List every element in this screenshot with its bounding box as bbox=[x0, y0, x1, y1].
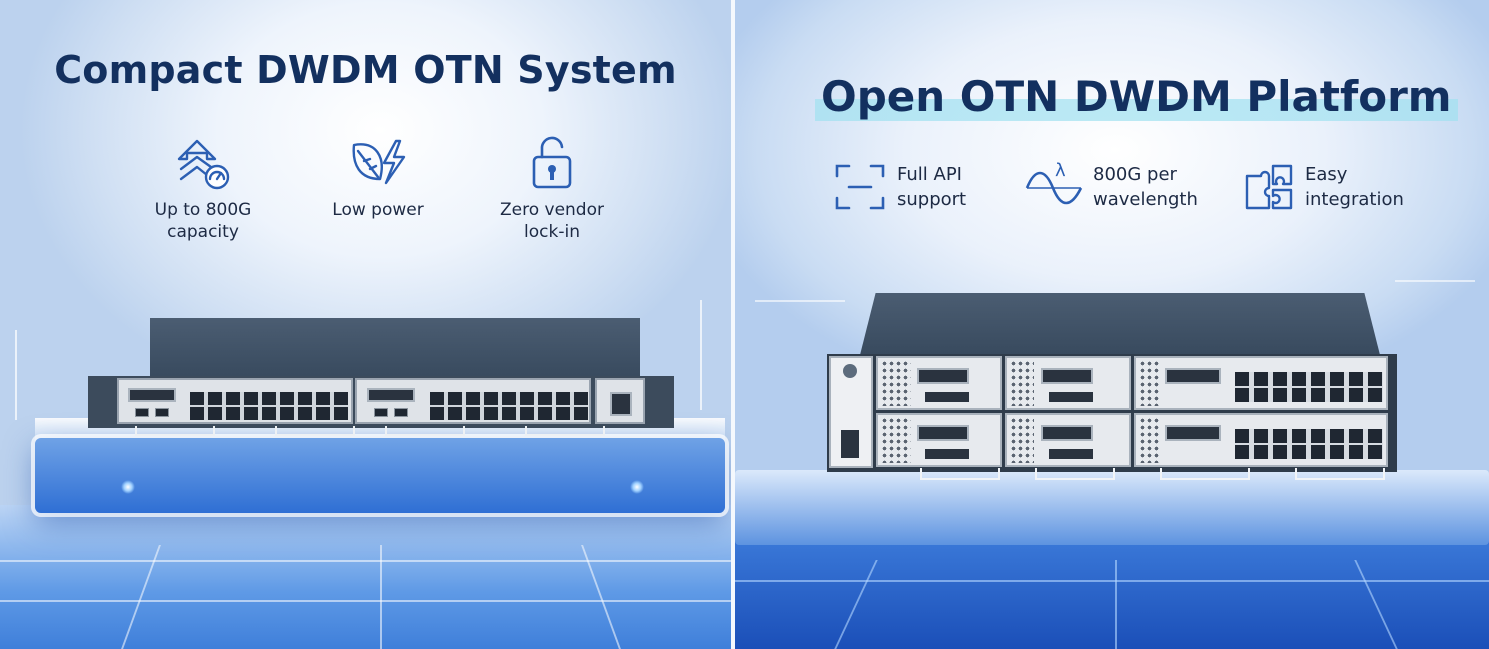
module-handle bbox=[1160, 468, 1250, 480]
display-platform bbox=[735, 470, 1489, 545]
left-floor bbox=[0, 505, 731, 649]
lambda-symbol: λ bbox=[1055, 160, 1066, 181]
grid-line bbox=[735, 580, 1489, 582]
vent-grille bbox=[1139, 360, 1159, 406]
module-handle bbox=[1035, 468, 1115, 480]
vent-grille bbox=[1010, 417, 1034, 463]
sfp-bank-divider bbox=[430, 405, 588, 407]
module-handle bbox=[385, 426, 465, 436]
qsfp-port bbox=[917, 425, 969, 441]
feature-text: 800G per wavelength bbox=[1083, 162, 1198, 212]
qsfp-port bbox=[128, 388, 176, 402]
grid-line bbox=[1115, 560, 1117, 649]
grid-line bbox=[0, 600, 731, 602]
module-handle bbox=[920, 468, 1000, 480]
device-lid bbox=[860, 293, 1380, 355]
right-product-panel: Open OTN DWDM Platform Full API support … bbox=[735, 0, 1489, 649]
feature-low-power: Low power bbox=[303, 135, 453, 221]
feature-api: Full API support bbox=[833, 162, 966, 212]
qsfp-port bbox=[1041, 368, 1093, 384]
feature-no-lockin: Zero vendor lock-in bbox=[477, 135, 627, 243]
lambda-wave-icon: λ bbox=[1025, 160, 1083, 212]
right-headline: Open OTN DWDM Platform bbox=[815, 72, 1458, 121]
qsfp-port bbox=[1165, 425, 1221, 441]
feature-label-line2: integration bbox=[1305, 189, 1404, 210]
feature-label-line2: capacity bbox=[167, 222, 239, 242]
sfp-port bbox=[155, 408, 169, 417]
qsfp-port bbox=[1041, 425, 1093, 441]
api-brackets-icon bbox=[835, 164, 885, 210]
sfp-port bbox=[374, 408, 388, 417]
module-handle bbox=[135, 426, 215, 436]
sfp-bank-divider bbox=[1235, 386, 1383, 388]
module-handle bbox=[1295, 468, 1385, 480]
leaf-lightning-icon bbox=[352, 139, 406, 185]
power-button bbox=[843, 364, 857, 378]
feature-text: Full API support bbox=[887, 162, 966, 212]
port-row bbox=[1049, 392, 1093, 402]
feature-label-line1: Zero vendor bbox=[499, 200, 604, 220]
light-dot bbox=[630, 480, 644, 494]
vent-grille bbox=[1139, 417, 1159, 463]
left-product-panel: Compact DWDM OTN System Up to 800G capac… bbox=[0, 0, 731, 649]
qsfp-port bbox=[1165, 368, 1221, 384]
circuit-line bbox=[755, 300, 845, 302]
sfp-bank-divider bbox=[190, 405, 348, 407]
vent-grille bbox=[881, 360, 911, 406]
feature-label-line1: Low power bbox=[332, 200, 424, 220]
sfp-bank-divider bbox=[1235, 443, 1383, 445]
device-lid bbox=[150, 318, 640, 378]
left-headline: Compact DWDM OTN System bbox=[54, 48, 677, 92]
module-handle bbox=[525, 426, 605, 436]
feature-integration: Easy integration bbox=[1243, 162, 1404, 212]
feature-text: Easy integration bbox=[1295, 162, 1404, 212]
grid-line bbox=[0, 560, 731, 562]
sfp-port bbox=[394, 408, 408, 417]
upgrade-speed-icon bbox=[177, 139, 230, 190]
feature-label-line1: Easy bbox=[1305, 164, 1348, 185]
feature-label-line1: 800G per bbox=[1093, 164, 1177, 185]
qsfp-port bbox=[367, 388, 415, 402]
feature-wavelength: λ 800G per wavelength bbox=[1025, 160, 1198, 212]
feature-label-line2: support bbox=[897, 189, 967, 210]
light-streak bbox=[15, 330, 17, 420]
feature-label-line1: Full API bbox=[897, 164, 962, 185]
light-dot bbox=[121, 480, 135, 494]
console-port bbox=[841, 430, 859, 458]
feature-capacity: Up to 800G capacity bbox=[128, 135, 278, 243]
feature-label-line2: lock-in bbox=[524, 222, 580, 242]
light-streak bbox=[700, 300, 702, 410]
port-row bbox=[1049, 449, 1093, 459]
display-platform bbox=[35, 438, 725, 513]
port-row bbox=[925, 392, 969, 402]
feature-label-line1: Up to 800G bbox=[154, 200, 252, 220]
ethernet-port bbox=[610, 392, 632, 416]
grid-line bbox=[380, 545, 382, 649]
vent-grille bbox=[881, 417, 911, 463]
sfp-port bbox=[135, 408, 149, 417]
unlock-icon bbox=[532, 136, 572, 189]
panel-divider bbox=[731, 0, 735, 649]
qsfp-port bbox=[917, 368, 969, 384]
module-handle bbox=[275, 426, 355, 436]
circuit-line bbox=[1395, 280, 1475, 282]
feature-label-line2: wavelength bbox=[1093, 189, 1198, 210]
port-row bbox=[925, 449, 969, 459]
puzzle-icon bbox=[1245, 164, 1293, 210]
right-floor bbox=[735, 540, 1489, 649]
vent-grille bbox=[1010, 360, 1034, 406]
